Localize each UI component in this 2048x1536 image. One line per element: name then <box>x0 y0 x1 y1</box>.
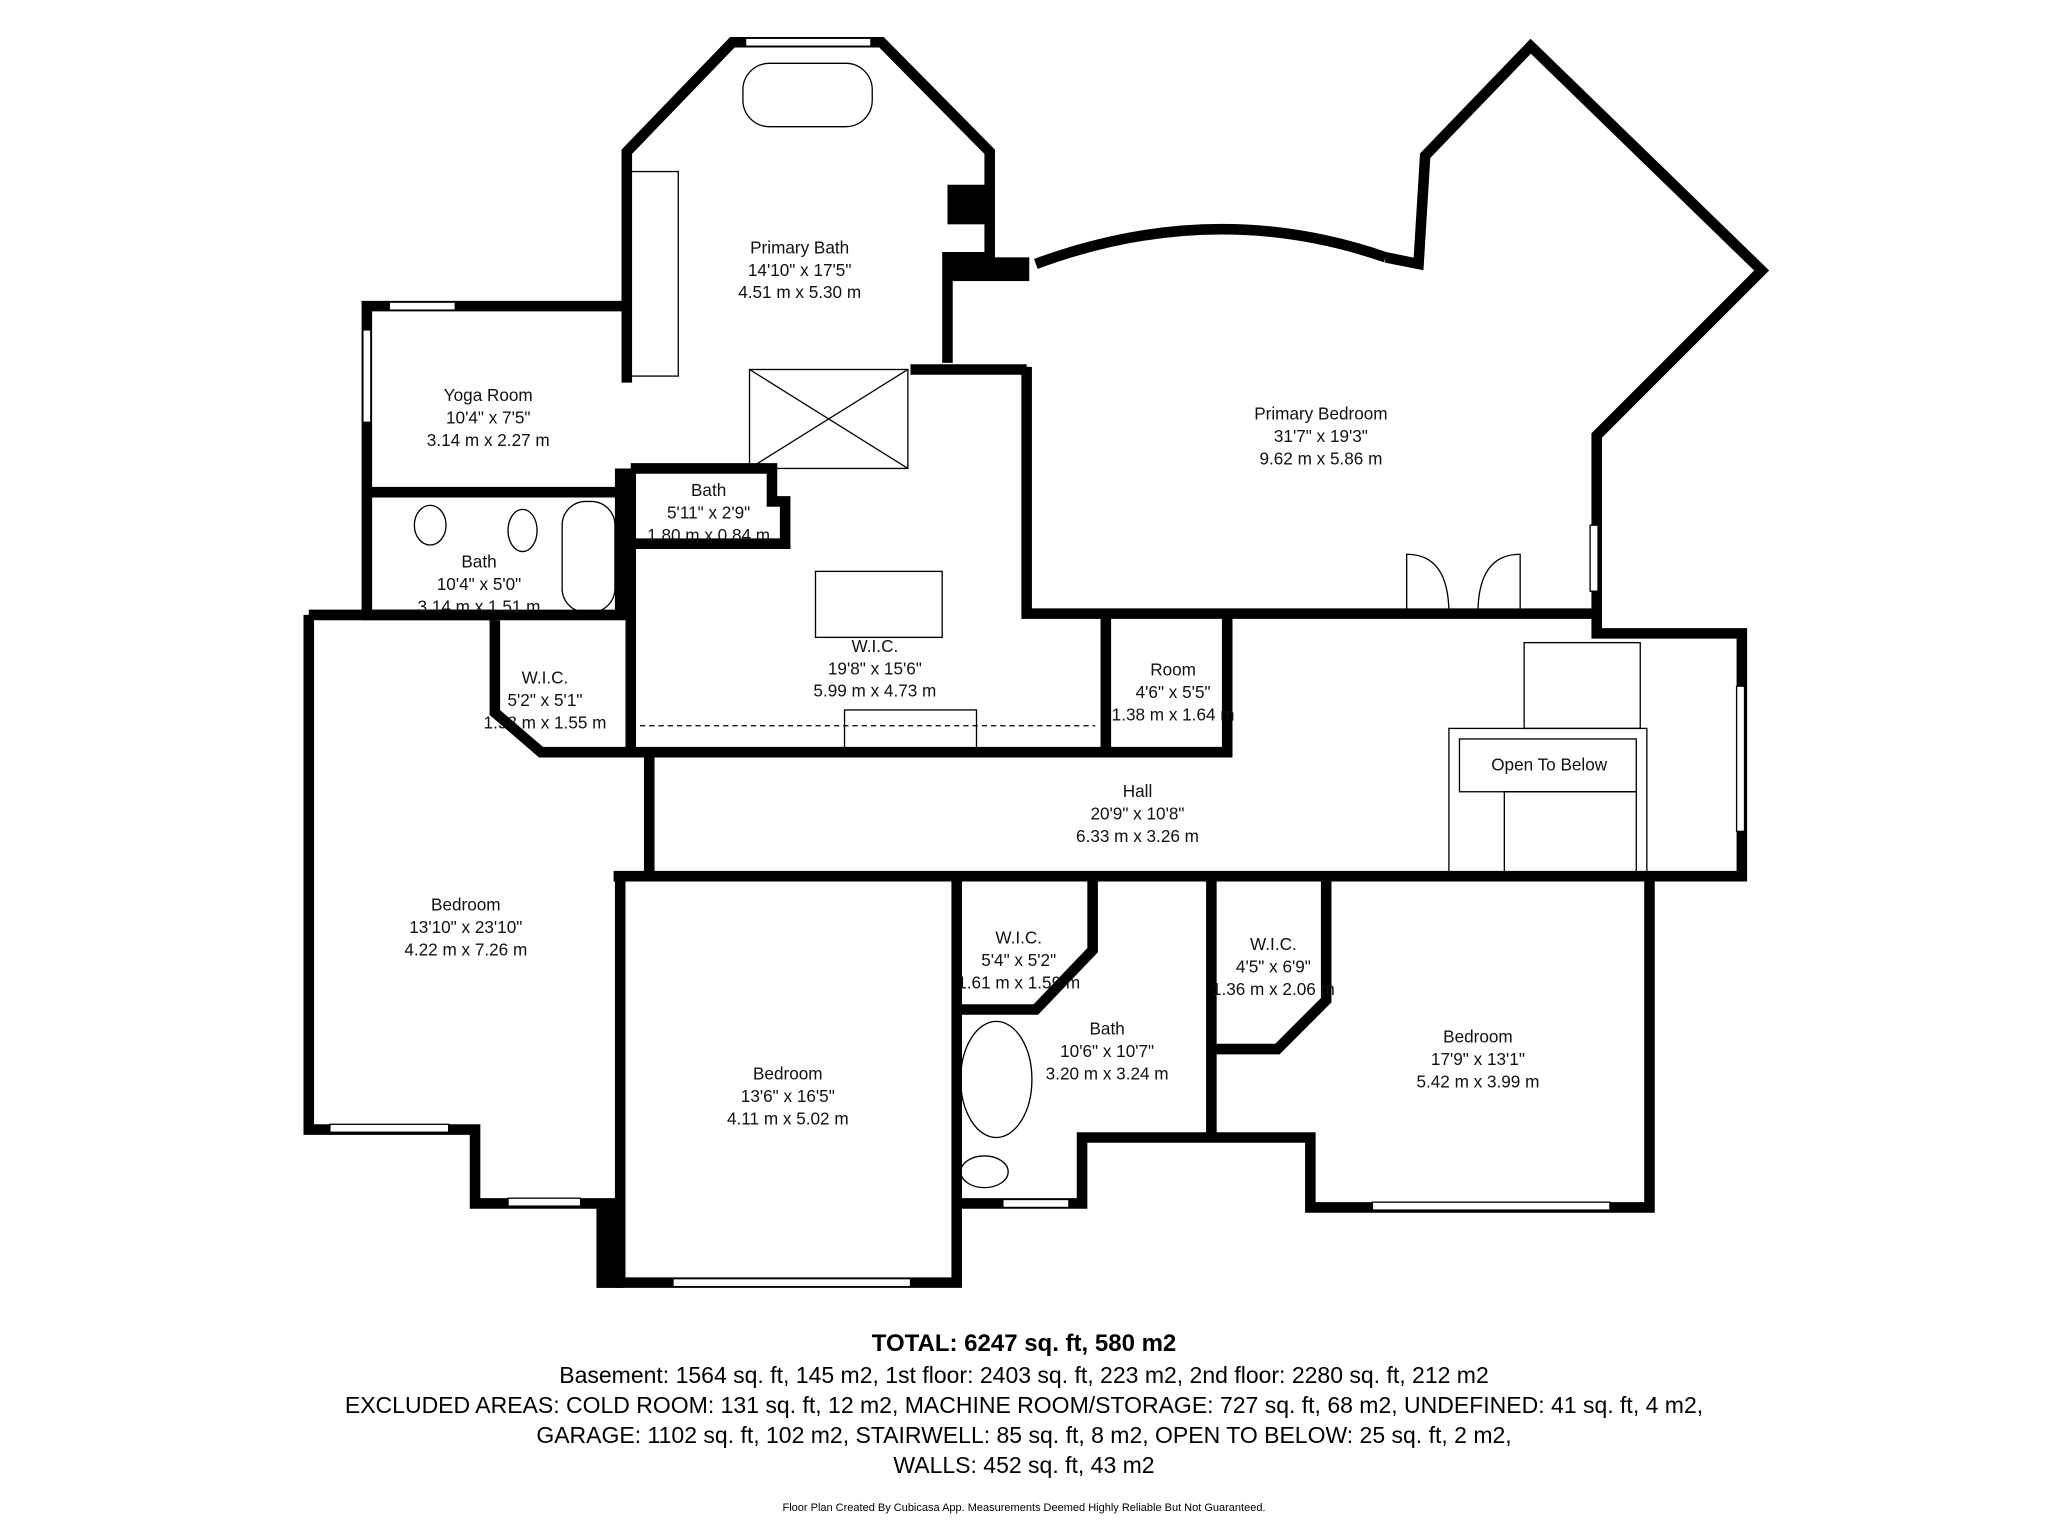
room-name: W.I.C. <box>1250 934 1297 954</box>
room-imperial: 13'6" x 16'5" <box>741 1086 835 1106</box>
room-metric: 5.42 m x 3.99 m <box>1416 1071 1539 1091</box>
room-metric: 1.58 m x 1.55 m <box>484 712 607 732</box>
excluded-areas-1: EXCLUDED AREAS: COLD ROOM: 131 sq. ft, 1… <box>344 1392 1704 1418</box>
room-imperial: 31'7" x 19'3" <box>1274 426 1368 446</box>
room-imperial: 5'2" x 5'1" <box>508 690 583 710</box>
room-metric: 4.11 m x 5.02 m <box>727 1108 849 1128</box>
room-metric: 1.80 m x 0.84 m <box>647 525 770 545</box>
room-name: Open To Below <box>1491 755 1608 775</box>
room-metric: 1.36 m x 2.06 m <box>1212 979 1335 999</box>
room-imperial: 10'4" x 5'0" <box>437 574 521 594</box>
room-name: Bedroom <box>1443 1026 1513 1046</box>
fixtures <box>413 62 1648 1189</box>
floor-areas: Basement: 1564 sq. ft, 145 m2, 1st floor… <box>559 1362 1489 1388</box>
walls <box>303 36 1770 1288</box>
room-name: Primary Bedroom <box>1254 404 1387 424</box>
room-metric: 3.14 m x 2.27 m <box>427 430 550 450</box>
room-metric: 1.38 m x 1.64 m <box>1112 704 1235 724</box>
room-imperial: 13'10" x 23'10" <box>409 917 522 937</box>
room-name: Room <box>1150 660 1196 680</box>
room-imperial: 4'6" x 5'5" <box>1136 682 1211 702</box>
room-imperial: 19'8" x 15'6" <box>828 658 922 678</box>
room-imperial: 10'4" x 7'5" <box>446 408 530 428</box>
walls-area: WALLS: 452 sq. ft, 43 m2 <box>893 1452 1155 1478</box>
room-imperial: 17'9" x 13'1" <box>1431 1049 1525 1069</box>
room-name: Bath <box>1090 1019 1125 1039</box>
room-name: Bedroom <box>753 1063 823 1083</box>
room-metric: 3.20 m x 3.24 m <box>1046 1063 1169 1083</box>
room-imperial: 14'10" x 17'5" <box>748 260 852 280</box>
room-name: Yoga Room <box>444 385 533 405</box>
room-name: W.I.C. <box>852 636 899 656</box>
room-name: W.I.C. <box>995 928 1042 948</box>
room-metric: 3.14 m x 1.51 m <box>418 596 541 616</box>
room-imperial: 10'6" x 10'7" <box>1060 1041 1154 1061</box>
room-name: Primary Bath <box>750 237 849 257</box>
room-metric: 6.33 m x 3.26 m <box>1076 826 1199 846</box>
room-metric: 1.61 m x 1.59 m <box>957 972 1080 992</box>
footer-disclaimer: Floor Plan Created By Cubicasa App. Meas… <box>782 1502 1266 1514</box>
room-name: Bedroom <box>431 895 501 915</box>
windows <box>329 37 1746 1288</box>
total-area: TOTAL: 6247 sq. ft, 580 m2 <box>871 1330 1177 1357</box>
room-imperial: 20'9" x 10'8" <box>1090 803 1184 823</box>
room-imperial: 4'5" x 6'9" <box>1236 957 1311 977</box>
room-name: W.I.C. <box>522 668 569 688</box>
room-imperial: 5'11" x 2'9" <box>667 503 750 523</box>
room-metric: 4.51 m x 5.30 m <box>738 282 861 302</box>
room-metric: 5.99 m x 4.73 m <box>813 681 936 701</box>
room-metric: 9.62 m x 5.86 m <box>1259 448 1382 468</box>
room-metric: 4.22 m x 7.26 m <box>404 939 527 959</box>
room-name: Hall <box>1123 781 1153 801</box>
room-imperial: 5'4" x 5'2" <box>981 950 1056 970</box>
room-name: Bath <box>461 551 496 571</box>
room-labels: Primary Bath 14'10" x 17'5"4.51 m x 5.30 … <box>404 237 1607 1128</box>
room-name: Bath <box>691 480 726 500</box>
excluded-areas-2: GARAGE: 1102 sq. ft, 102 m2, STAIRWELL: … <box>536 1422 1512 1448</box>
